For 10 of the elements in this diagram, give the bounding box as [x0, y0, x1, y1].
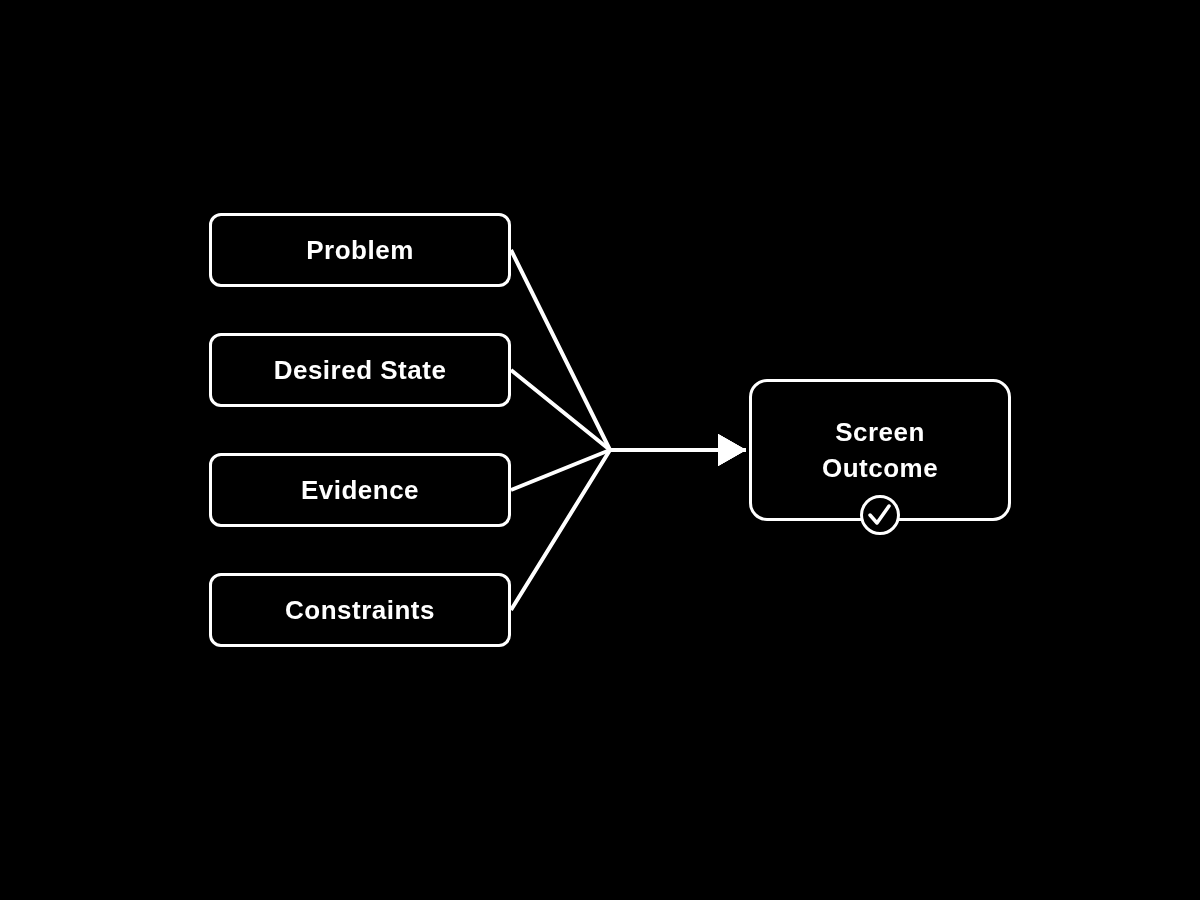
- box-label: Constraints: [285, 593, 435, 627]
- box-label: Screen Outcome: [820, 416, 940, 485]
- process-box: [209, 453, 511, 527]
- arrow: [509, 434, 746, 612]
- box-label: Problem: [306, 233, 414, 267]
- process-box: [209, 573, 511, 647]
- process-box: [209, 213, 511, 287]
- process-box: [209, 333, 511, 407]
- box-label: Desired State: [273, 353, 447, 387]
- box-label: Evidence: [300, 473, 420, 507]
